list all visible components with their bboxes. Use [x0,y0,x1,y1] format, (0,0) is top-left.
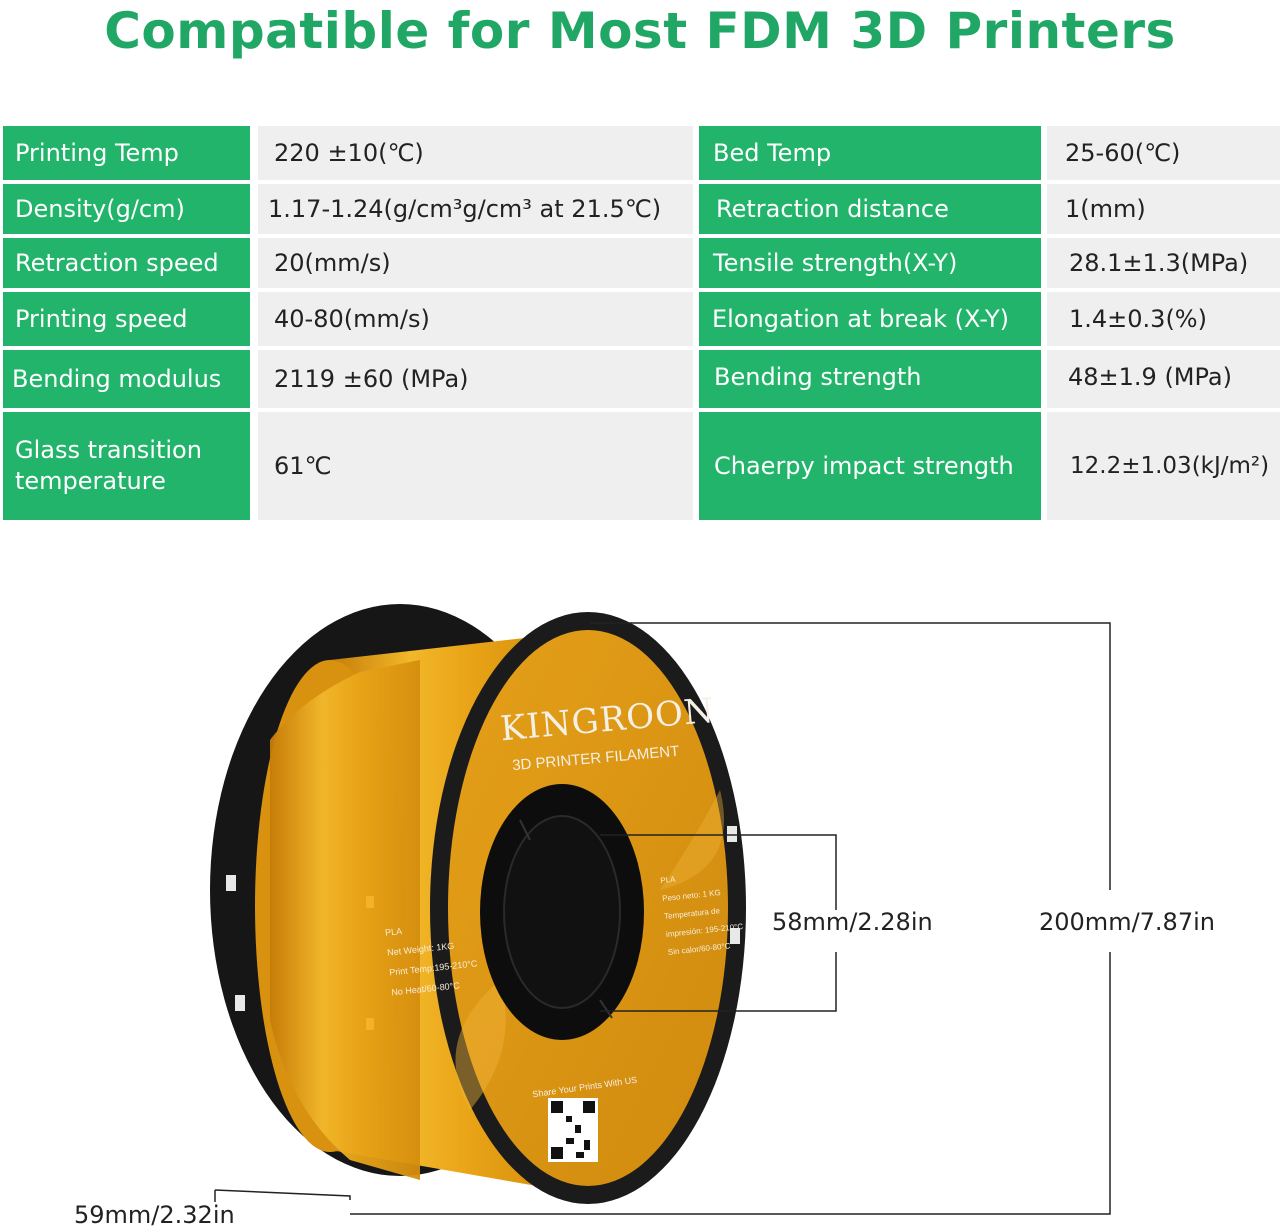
spool-illustration: KINGROON 3D PRINTER FILAMENT PLA Net Wei… [0,590,1280,1229]
hub-spoke [599,999,613,1019]
spec-value: 20(mm/s) [258,238,693,288]
hub-dimension-line [600,952,837,1012]
spec-value: 40-80(mm/s) [258,292,693,346]
spec-value: 1.17-1.24(g/cm³g/cm³ at 21.5℃) [258,184,693,234]
page-headline: Compatible for Most FDM 3D Printers [104,2,1176,60]
spec-value: 48±1.9 (MPa) [1047,350,1280,408]
flange-slot [366,896,374,908]
flange-slot [727,826,737,842]
spec-value: 12.2±1.03(kJ/m²) [1047,412,1280,520]
spool-graphic [210,604,1111,1215]
spec-value: 1(mm) [1047,184,1280,234]
leaf-watermark [455,980,506,1110]
spec-label: Bending modulus [3,350,250,408]
spec-label: Tensile strength(X-Y) [699,238,1041,288]
spec-label: Density(g/cm) [3,184,250,234]
hub-diameter-label: 58mm/2.28in [772,908,933,936]
spec-label: Retraction speed [3,238,250,288]
spec-label: Printing Temp [3,126,250,180]
spool-width-label: 59mm/2.32in [74,1201,235,1229]
flange-slot [226,875,236,891]
qr-pattern [551,1101,595,1159]
spool-dimension-line [590,622,1111,890]
spec-label: Elongation at break (X-Y) [699,292,1041,346]
spec-label: Bed Temp [699,126,1041,180]
spool-diameter-label: 200mm/7.87in [1039,908,1215,936]
flange-slot [366,1018,374,1030]
spec-label: Glass transition temperature [3,412,250,520]
leaf-watermark [660,790,724,890]
spec-table: Printing Temp 220 ±10(℃) Density(g/cm) 1… [0,122,1280,522]
spec-value: 61℃ [258,412,693,520]
flange-slot [235,995,245,1011]
spec-label: Retraction distance [699,184,1041,234]
spec-value: 1.4±0.3(%) [1047,292,1280,346]
spool-dimension-line [350,952,1111,1215]
hub-dimension-line [600,834,837,910]
spec-label: Bending strength [699,350,1041,408]
hub-spoke [519,819,531,841]
hub-core [503,815,621,1009]
spool-left-label: PLA Net Weight: 1KG Print Temp:195-210°C… [384,914,480,1003]
spec-value: 28.1±1.3(MPa) [1047,238,1280,288]
spec-value: 25-60(℃) [1047,126,1280,180]
flange-slot [730,928,740,944]
spec-value: 220 ±10(℃) [258,126,693,180]
width-dimension-line [214,1189,351,1200]
filament-side [270,660,420,1180]
spec-value: 2119 ±60 (MPa) [258,350,693,408]
spec-label: Printing speed [3,292,250,346]
spool-right-label: PLA Peso neto: 1 KG Temperatura de impre… [660,864,746,962]
spec-label: Chaerpy impact strength [699,412,1041,520]
